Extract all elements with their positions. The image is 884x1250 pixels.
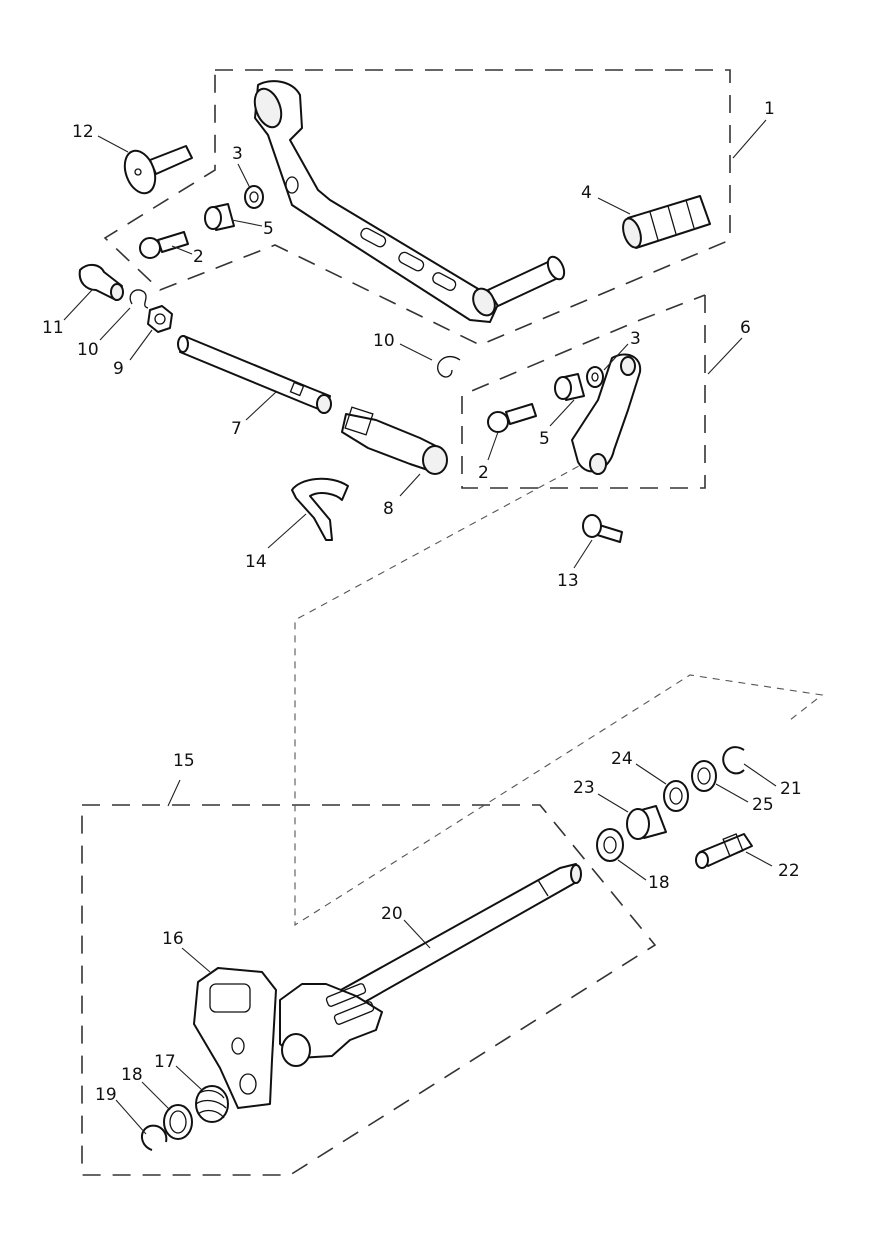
nut (147, 305, 173, 333)
bush-upper (204, 203, 235, 231)
group-boundary-1 (103, 69, 731, 346)
callout-24: 24 (611, 749, 633, 769)
quickshifter-sensor (341, 406, 448, 475)
stud (695, 833, 753, 869)
callout-3: 3 (630, 329, 641, 349)
r-clip-upper (129, 289, 149, 309)
clevis-pin (78, 264, 124, 301)
group-boundary-15 (81, 804, 657, 1176)
washer-spring (163, 1104, 193, 1140)
washer-shaft-end (596, 828, 624, 862)
shaft-bush (626, 805, 667, 840)
circlip-shaft (722, 746, 745, 775)
callout-2: 2 (193, 247, 204, 267)
reference-line-fine (294, 459, 824, 926)
linkage-arm (571, 353, 642, 475)
callout-20: 20 (381, 904, 403, 924)
r-clip-mid (437, 355, 461, 378)
selector-shaft (329, 863, 582, 1017)
callout-16: 16 (162, 929, 184, 949)
callout-12: 12 (72, 122, 94, 142)
callout-6: 6 (740, 318, 751, 338)
callout-14: 14 (245, 552, 267, 572)
callout-5: 5 (539, 429, 550, 449)
callout-2: 2 (478, 463, 489, 483)
callout-3: 3 (232, 144, 243, 164)
gear-lever (253, 80, 566, 323)
callout-5: 5 (263, 219, 274, 239)
callout-21: 21 (780, 779, 802, 799)
washer-arm (586, 366, 604, 388)
washer-24 (663, 780, 689, 812)
callout-13: 13 (557, 571, 579, 591)
group-boundary-6 (461, 294, 706, 489)
leader-lines (63, 119, 777, 1135)
callout-17: 17 (154, 1052, 176, 1072)
callout-15: 15 (173, 751, 195, 771)
callout-labels: 1 2 2 3 3 4 5 5 6 7 8 9 10 10 11 12 13 1… (42, 99, 802, 1105)
callout-11: 11 (42, 318, 64, 338)
callout-22: 22 (778, 861, 800, 881)
callout-8: 8 (383, 499, 394, 519)
callout-18: 18 (121, 1065, 143, 1085)
circlip-lower (141, 1124, 168, 1151)
screw (582, 514, 623, 543)
selector-plate (193, 967, 277, 1109)
callout-4: 4 (581, 183, 592, 203)
selector-pawl-carrier (279, 983, 383, 1067)
washer-25 (691, 760, 717, 792)
callout-7: 7 (231, 419, 242, 439)
footpeg-rubber (622, 195, 711, 249)
ball-joint-upper (139, 231, 189, 259)
callout-10: 10 (373, 331, 395, 351)
linkage-rod (177, 335, 332, 414)
washer-upper (244, 185, 264, 209)
callout-1: 1 (764, 99, 775, 119)
callout-18: 18 (648, 873, 670, 893)
callout-25: 25 (752, 795, 774, 815)
callout-9: 9 (113, 359, 124, 379)
return-spring (195, 1085, 229, 1123)
callout-19: 19 (95, 1085, 117, 1105)
cable-clip (291, 477, 349, 541)
bush-arm (554, 373, 585, 401)
ball-joint-arm (487, 403, 537, 433)
callout-23: 23 (573, 778, 595, 798)
callout-10: 10 (77, 340, 99, 360)
pivot-bolt (123, 145, 193, 195)
